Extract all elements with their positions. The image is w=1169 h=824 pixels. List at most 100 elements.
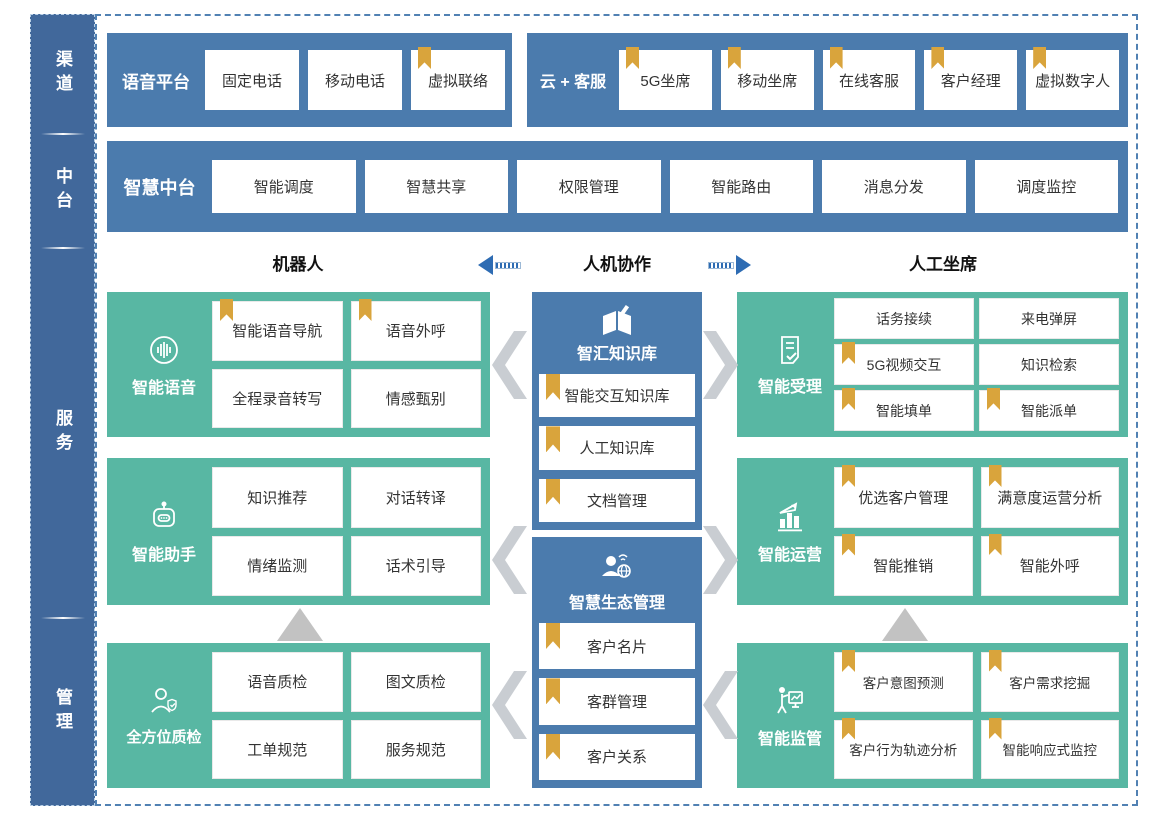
diagram-item-box: 智能交互知识库: [539, 374, 695, 418]
diagram-item-box: 虚拟数字人: [1026, 47, 1119, 110]
diagram-item-box: 人工知识库: [539, 426, 695, 470]
agent-section-title: 人工坐席: [909, 255, 977, 274]
layer-label: 渠道: [53, 50, 72, 98]
diagram-item-label: 满意度运营分析: [997, 489, 1103, 507]
diagram-item-box: 客户经理: [924, 47, 1018, 110]
layer-label: 服务: [53, 409, 72, 457]
person-network-icon: [597, 549, 637, 587]
bookmark-icon: [931, 47, 945, 69]
layer-label: 中台: [53, 167, 72, 215]
diagram-item-box: 工单规范: [212, 719, 343, 779]
panel-title: 云 + 客服: [539, 74, 607, 91]
smart-voice-block: 智能语音 智能语音导航 语音外呼 全程录音转写 情感甄别: [107, 292, 490, 437]
block-title: 全方位质检: [126, 729, 202, 746]
diagram-item-box: 权限管理: [517, 160, 661, 213]
diagram-item-label: 情绪监测: [247, 558, 308, 576]
chevron-left-icon: [703, 671, 738, 739]
diagram-item-box: 话务接续: [834, 298, 974, 339]
diagram-item-label: 客户经理: [940, 72, 1001, 90]
diagram-item-label: 语音质检: [247, 674, 308, 692]
diagram-item-label: 客户名片: [586, 638, 647, 656]
document-check-icon: [773, 333, 807, 367]
bookmark-icon: [829, 47, 843, 69]
diagram-item-box: 情绪监测: [212, 535, 343, 596]
bookmark-icon: [1033, 47, 1047, 69]
diagram-item-box: 情感甄别: [350, 368, 481, 428]
diagram-item-box: 满意度运营分析: [980, 465, 1119, 528]
diagram-item-label: 在线客服: [838, 72, 899, 90]
layer-service: 服务: [50, 249, 75, 617]
diagram-item-label: 智能交互知识库: [564, 388, 670, 406]
diagram-item-label: 话术引导: [385, 558, 446, 576]
block-title: 智能语音: [131, 379, 196, 397]
diagram-item-label: 智能语音导航: [232, 323, 323, 341]
diagram-item-box: 客群管理: [539, 678, 695, 725]
diagram-item-label: 服务规范: [385, 741, 446, 759]
robot-icon: [146, 499, 182, 535]
diagram-item-box: 客户关系: [539, 733, 695, 780]
diagram-item-box: 全程录音转写: [212, 368, 343, 428]
bookmark-icon: [418, 47, 431, 69]
diagram-item-box: 智能推销: [834, 533, 973, 596]
bookmark-icon: [988, 717, 1002, 740]
quality-inspection-block: 全方位质检 语音质检 图文质检 工单规范 服务规范: [107, 643, 490, 788]
chevron-left-icon: [492, 671, 527, 739]
diagram-item-label: 虚拟数字人: [1035, 72, 1111, 90]
layer-label: 管理: [53, 688, 72, 736]
diagram-item-label: 优选客户管理: [858, 489, 949, 507]
diagram-item-label: 全程录音转写: [232, 390, 323, 408]
diagram-item-box: 文档管理: [539, 478, 695, 522]
bookmark-icon: [988, 465, 1002, 487]
diagram-item-box: 智能路由: [669, 160, 813, 213]
diagram-item-label: 消息分发: [863, 179, 924, 196]
diagram-item-label: 智能外呼: [1019, 558, 1080, 576]
diagram-item-box: 虚拟联络: [411, 47, 505, 110]
diagram-item-label: 智能路由: [711, 179, 772, 196]
voice-platform-panel: 语音平台 固定电话 移动电话 虚拟联络: [107, 33, 512, 127]
diagram-item-label: 智能调度: [253, 179, 314, 196]
person-badge-icon: [146, 684, 182, 720]
collaboration-section-title: 人机协作: [583, 255, 651, 274]
dashed-frame: [95, 14, 1138, 806]
bookmark-icon: [842, 342, 855, 364]
bookmark-icon: [842, 650, 855, 672]
diagram-item-label: 虚拟联络: [427, 72, 488, 90]
diagram-item-box: 图文质检: [350, 652, 481, 712]
up-triangle-icon: [277, 608, 323, 641]
presenter-chart-icon: [772, 683, 808, 719]
right-flow-arrow-icon: [708, 255, 751, 275]
diagram-item-box: 客户需求挖掘: [980, 650, 1119, 712]
diagram-item-label: 话务接续: [876, 310, 932, 327]
block-title: 智能助手: [131, 546, 196, 564]
diagram-item-label: 智慧共享: [406, 179, 467, 196]
block-title: 智能监管: [757, 730, 822, 748]
diagram-item-box: 服务规范: [350, 719, 481, 779]
bookmark-icon: [546, 478, 560, 505]
knowledge-base-block: 智汇知识库 智能交互知识库 人工知识库 文档管理: [532, 292, 702, 530]
diagram-item-label: 智能填单: [876, 402, 932, 419]
chevron-right-icon: [703, 331, 738, 399]
sidebar-divider: [40, 247, 85, 249]
diagram-item-label: 移动电话: [324, 72, 385, 90]
chevron-right-icon: [703, 526, 738, 594]
robot-section-title: 机器人: [272, 255, 324, 274]
diagram-item-label: 来电弹屏: [1021, 310, 1077, 327]
diagram-item-label: 客户关系: [586, 749, 647, 767]
diagram-item-label: 知识检索: [1021, 356, 1077, 373]
diagram-item-box: 智能派单: [979, 388, 1119, 431]
bookmark-icon: [842, 717, 855, 740]
diagram-item-box: 客户名片: [539, 623, 695, 670]
diagram-item-label: 客户行为轨迹分析: [849, 743, 958, 759]
diagram-item-box: 智能调度: [212, 160, 356, 213]
block-title: 智汇知识库: [576, 346, 657, 363]
panel-items: 智能调度 智慧共享 权限管理 智能路由 消息分发 调度监控: [212, 160, 1118, 213]
diagram-item-label: 5G视频交互: [866, 356, 942, 373]
block-title: 智慧生态管理: [568, 595, 665, 612]
bookmark-icon: [546, 374, 560, 400]
diagram-item-label: 情感甄别: [385, 390, 446, 408]
block-title: 智能运营: [757, 546, 822, 564]
bookmark-icon: [988, 650, 1002, 672]
diagram-item-box: 消息分发: [822, 160, 966, 213]
diagram-item-box: 移动电话: [308, 50, 402, 110]
